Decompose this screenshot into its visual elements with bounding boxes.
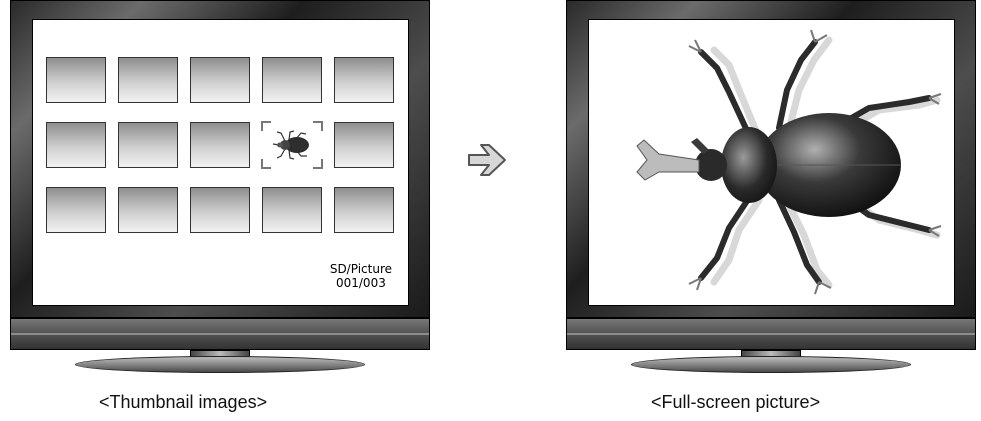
selection-corner	[313, 121, 323, 131]
selection-corner	[261, 159, 271, 169]
thumbnail[interactable]	[190, 122, 250, 168]
thumbnail[interactable]	[190, 57, 250, 103]
thumbnail[interactable]	[190, 187, 250, 233]
thumbnail[interactable]	[46, 187, 106, 233]
beetle-image	[636, 29, 942, 295]
beetle-icon	[272, 130, 309, 160]
storage-path: SD/Picture	[329, 262, 392, 276]
thumbnail[interactable]	[118, 187, 178, 233]
thumbnail[interactable]	[262, 187, 322, 233]
thumbnail-selected[interactable]	[261, 121, 323, 169]
monitor-chin	[566, 318, 976, 350]
storage-status: SD/Picture 001/003	[330, 262, 392, 290]
thumbnail-grid	[46, 57, 394, 233]
thumbnail[interactable]	[46, 122, 106, 168]
thumbnail-screen: SD/Picture 001/003	[32, 19, 409, 306]
fullscreen-caption: <Full-screen picture>	[651, 392, 821, 412]
thumbnail[interactable]	[262, 57, 322, 103]
right-arrow-icon	[468, 144, 506, 176]
thumbnail[interactable]	[334, 57, 394, 103]
image-counter: 001/003	[335, 276, 386, 290]
thumbnail[interactable]	[46, 57, 106, 103]
fullscreen-screen	[588, 19, 955, 306]
monitor-fullscreen-view	[566, 0, 976, 380]
thumbnail[interactable]	[334, 122, 394, 168]
monitor-stand	[631, 356, 911, 373]
thumbnail-caption: <Thumbnail images>	[99, 392, 268, 412]
thumbnail[interactable]	[118, 122, 178, 168]
monitor-stand	[75, 356, 365, 373]
thumbnail[interactable]	[118, 57, 178, 103]
selection-corner	[261, 121, 271, 131]
monitor-chin	[10, 318, 430, 350]
selection-corner	[313, 159, 323, 169]
thumbnail[interactable]	[334, 187, 394, 233]
monitor-thumbnail-view: SD/Picture 001/003	[10, 0, 430, 380]
